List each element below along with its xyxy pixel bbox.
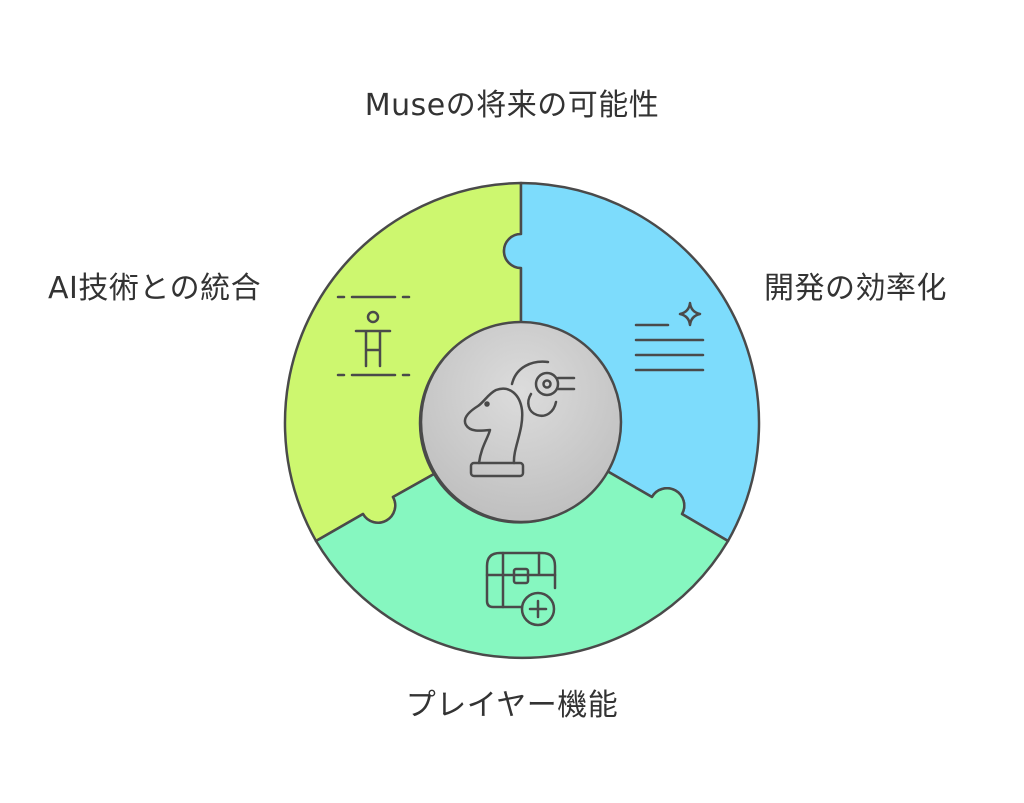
segment-label-dev-efficiency: 開発の効率化 bbox=[764, 271, 947, 306]
segment-label-ai-integration: AI技術との統合 bbox=[48, 271, 262, 306]
segment-label-player-features: プレイヤー機能 bbox=[405, 688, 619, 723]
treasure-chest-plus-icon bbox=[485, 551, 557, 627]
accessibility-person-icon bbox=[336, 295, 411, 377]
chess-knight-icon bbox=[463, 360, 576, 478]
diagram-title: Museの将来の可能性 bbox=[364, 88, 660, 123]
text-lines-sparkle-icon bbox=[634, 301, 705, 372]
segment-player-features bbox=[314, 469, 730, 660]
